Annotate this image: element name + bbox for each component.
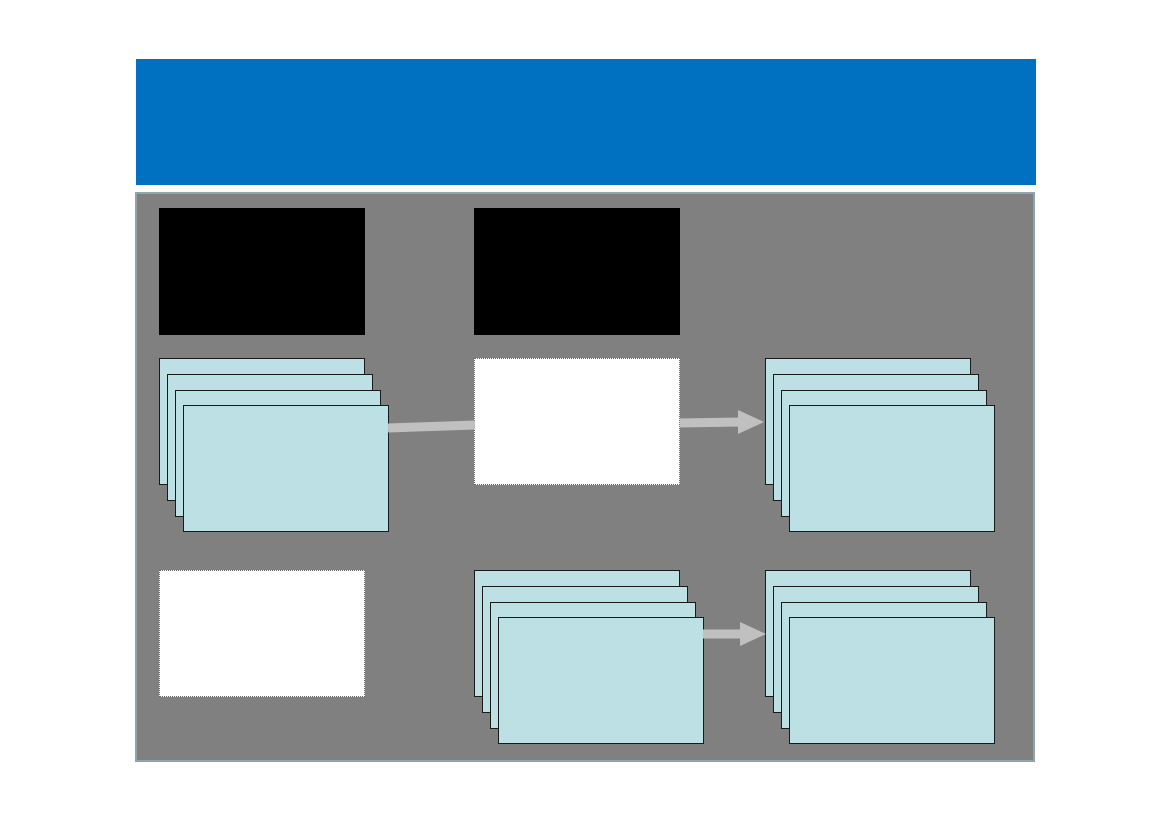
black-placeholder-center — [474, 208, 680, 335]
stack-bottom-middle-card-4 — [498, 617, 704, 744]
header-banner — [136, 59, 1036, 185]
stack-bottom-right-card-4 — [789, 617, 995, 744]
white-box-bottom-left — [159, 570, 365, 697]
diagram-panel — [135, 192, 1035, 762]
stack-top-right-card-4 — [789, 405, 995, 532]
black-placeholder-left — [159, 208, 365, 335]
stack-left-card-4 — [183, 405, 389, 532]
white-box-center — [474, 358, 680, 485]
